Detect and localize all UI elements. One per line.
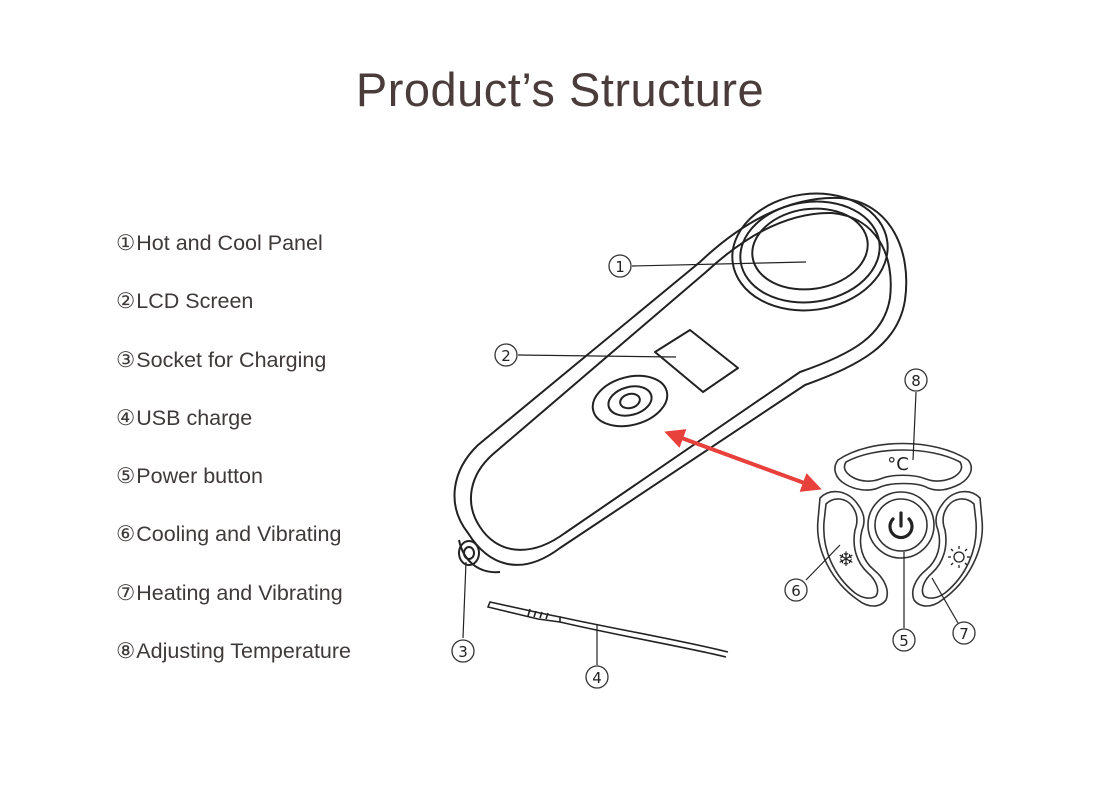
legend-item-power-button: ⑤Power button: [116, 464, 351, 522]
device-control-cluster: [591, 374, 669, 428]
callout-number: 3: [458, 643, 468, 661]
legend-label: USB charge: [136, 405, 253, 430]
lcd-screen: [654, 329, 739, 393]
callout-2: 2: [494, 343, 518, 367]
callout-number: 2: [501, 347, 511, 365]
plug-ridge: [527, 608, 531, 617]
plug-ridge: [533, 610, 537, 618]
legend-label: Socket for Charging: [136, 347, 327, 372]
leader-line-7: [931, 577, 959, 624]
device-control-outer: [591, 374, 669, 428]
device-power-dot: [619, 392, 641, 410]
legend-number: ⑤: [116, 464, 136, 489]
cable-line-bottom: [559, 621, 727, 658]
panel-ring-inner: [739, 200, 881, 304]
plug-ridge: [545, 612, 549, 620]
callout-6: 6: [784, 578, 808, 602]
device-body-outline: [453, 196, 908, 566]
device-control-mid: [607, 385, 653, 417]
callout-circle: [892, 628, 916, 652]
hot-cool-panel: [751, 207, 869, 291]
callout-number: 1: [615, 258, 625, 276]
cooling-button-inner: [823, 498, 879, 599]
legend-number: ③: [116, 347, 136, 372]
legend-label: Power button: [136, 464, 263, 489]
callout-number: 5: [899, 632, 909, 650]
callouts: 1 2 3 4 5 6 7 8: [451, 254, 976, 689]
legend-label: Heating and Vibrating: [136, 580, 343, 605]
legend-number: ⑧: [116, 639, 136, 664]
cable-line-top: [559, 616, 729, 653]
sun-ray: [964, 562, 968, 566]
sun-ray: [950, 562, 954, 566]
callout-circle: [904, 368, 928, 392]
zoom-arrow: [664, 429, 822, 492]
callout-number: 4: [592, 669, 602, 687]
heating-button-inner: [921, 498, 977, 599]
charging-socket: [458, 540, 480, 566]
callout-number: 7: [959, 625, 969, 643]
temperature-button-inner: [843, 449, 963, 482]
legend-item-lcd-screen: ②LCD Screen: [116, 289, 351, 347]
sun-ray: [964, 548, 968, 552]
legend-item-usb-charge: ④USB charge: [116, 406, 351, 464]
sun-icon-core: [953, 551, 965, 563]
legend-item-heating-vibrating: ⑦Heating and Vibrating: [116, 581, 351, 639]
callout-circle: [451, 639, 475, 663]
leader-line-8: [912, 391, 917, 461]
legend-number: ②: [116, 289, 136, 314]
legend-item-hot-cool-panel: ①Hot and Cool Panel: [116, 231, 351, 289]
callout-7: 7: [952, 621, 976, 645]
usb-cable: [486, 601, 729, 658]
sun-ray: [950, 548, 954, 552]
panel-ring-outer: [731, 192, 889, 312]
callout-8: 8: [904, 368, 928, 392]
power-icon-arc: [888, 517, 914, 540]
control-panel-enlarged: °C ❄: [816, 442, 984, 607]
leader-lines: [462, 261, 959, 665]
leader-line-1: [631, 261, 807, 267]
page-title: Product’s Structure: [355, 63, 765, 116]
plug-ridge: [539, 611, 543, 619]
usb-plug: [486, 601, 561, 623]
device-illustration: [453, 192, 908, 574]
callout-number: 8: [911, 372, 921, 390]
legend-item-charging-socket: ③Socket for Charging: [116, 348, 351, 406]
parts-legend: ①Hot and Cool Panel ②LCD Screen ③Socket …: [116, 231, 351, 697]
callout-number: 6: [791, 582, 801, 600]
legend-item-adjusting-temperature: ⑧Adjusting Temperature: [116, 639, 351, 697]
temperature-label: °C: [887, 454, 909, 475]
callout-1: 1: [608, 254, 632, 278]
legend-number: ④: [116, 405, 136, 430]
power-icon: [888, 511, 914, 540]
legend-item-cooling-vibrating: ⑥Cooling and Vibrating: [116, 522, 351, 580]
charging-socket-inner: [463, 546, 475, 560]
callout-circle: [585, 665, 609, 689]
callout-5: 5: [892, 628, 916, 652]
leader-line-2: [517, 354, 677, 358]
legend-label: Adjusting Temperature: [136, 639, 352, 664]
callout-3: 3: [451, 639, 475, 663]
callout-circle: [784, 578, 808, 602]
legend-label: Hot and Cool Panel: [136, 231, 323, 255]
legend-label: Cooling and Vibrating: [136, 522, 342, 547]
legend-number: ⑥: [116, 522, 136, 547]
sun-icon: [948, 546, 970, 568]
callout-circle: [494, 343, 518, 367]
callout-circle: [608, 254, 632, 278]
leader-line-3: [462, 561, 467, 639]
legend-number: ⑦: [116, 580, 136, 605]
callout-circle: [952, 621, 976, 645]
legend-number: ①: [116, 231, 136, 255]
snowflake-icon: ❄: [838, 547, 855, 571]
legend-label: LCD Screen: [136, 289, 254, 314]
callout-4: 4: [585, 665, 609, 689]
leader-line-6: [805, 544, 841, 581]
